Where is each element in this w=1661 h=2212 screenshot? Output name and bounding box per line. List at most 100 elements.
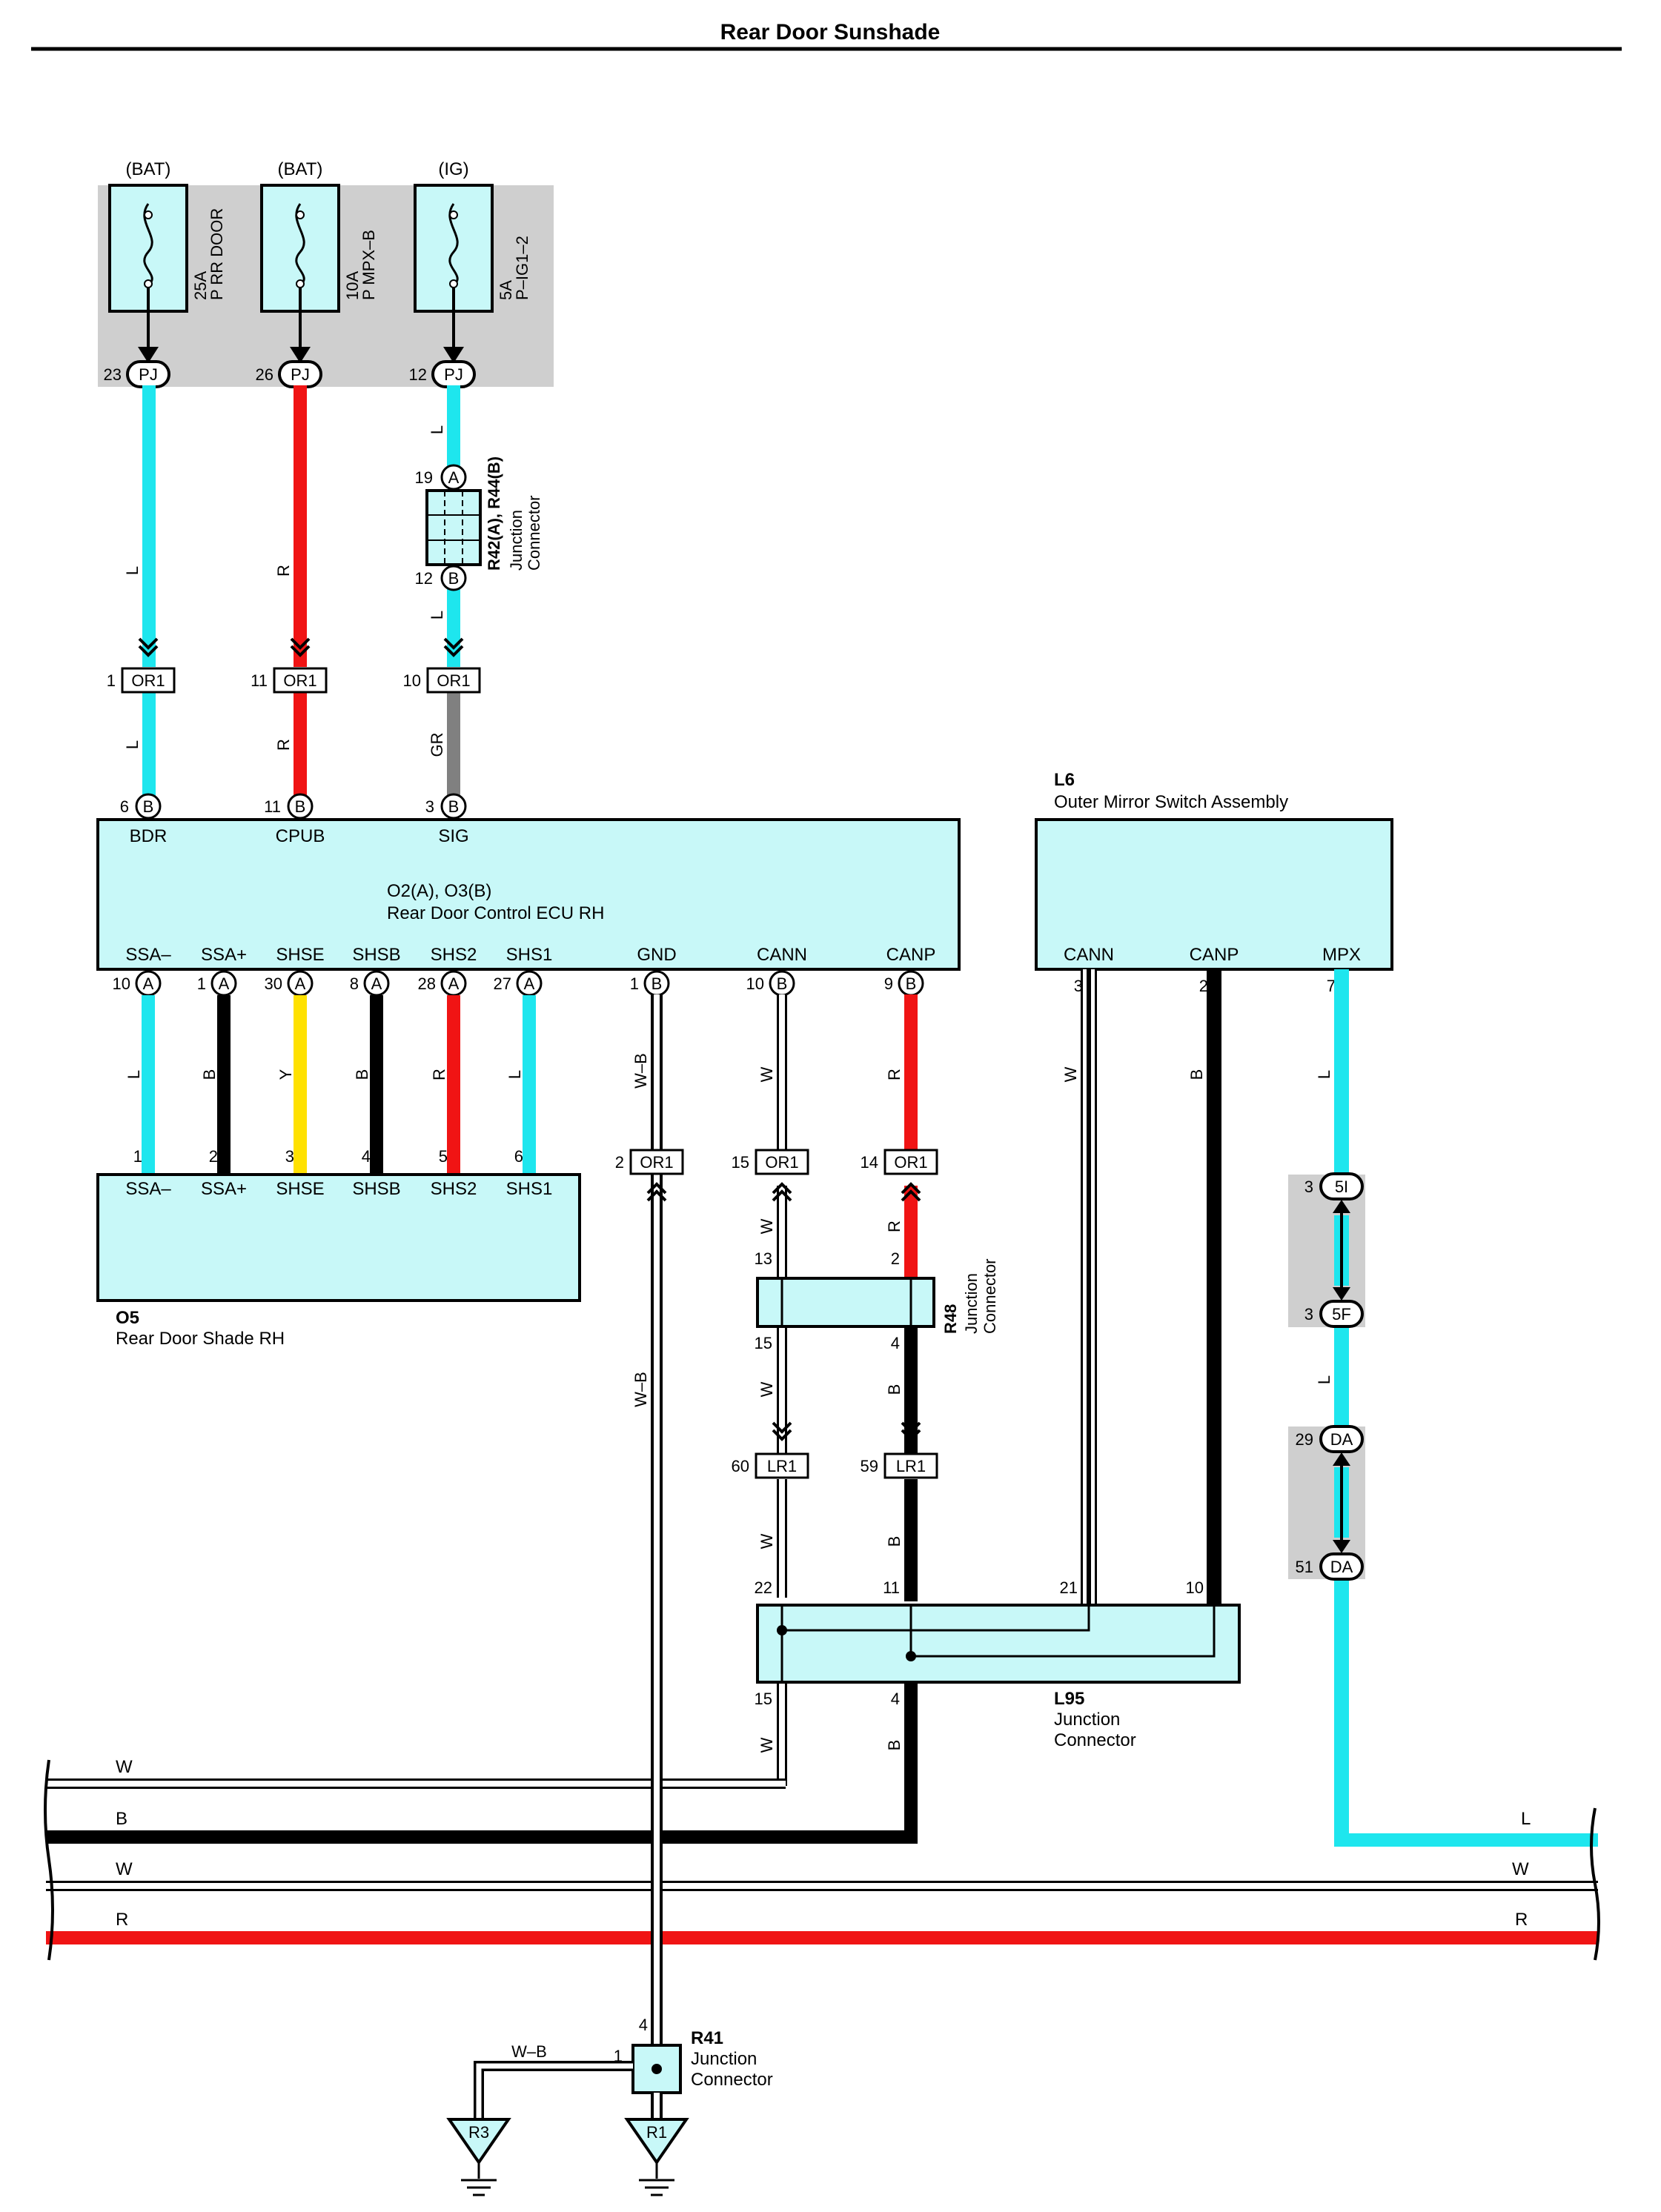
ground-icon: R3 <box>446 2118 511 2196</box>
svg-text:OR1: OR1 <box>640 1153 673 1172</box>
junction-connector-r48: 13 2 15 4 R48 Junction Connector <box>755 1249 999 1352</box>
wire-color-label: B <box>353 1069 371 1080</box>
ecu-name: Rear Door Control ECU RH <box>387 903 604 923</box>
ecu-bottom-pin: A <box>287 970 314 997</box>
svg-text:L: L <box>1315 1375 1333 1384</box>
fuse-icon <box>143 203 153 287</box>
mpx-connector-1: 5I3 <box>1304 1172 1364 1200</box>
svg-text:59: 59 <box>861 1457 878 1475</box>
connector-oval: 5I <box>1319 1172 1364 1200</box>
svg-text:PJ: PJ <box>291 365 310 384</box>
svg-text:12: 12 <box>415 569 433 588</box>
svg-text:21: 21 <box>1060 1578 1078 1597</box>
wire-label-r-1: R <box>274 565 293 577</box>
bus-label-b-left: B <box>116 1809 127 1829</box>
svg-text:Junction: Junction <box>1054 1710 1120 1730</box>
svg-text:51: 51 <box>1296 1558 1313 1576</box>
svg-text:15: 15 <box>755 1690 772 1708</box>
svg-text:60: 60 <box>732 1457 749 1475</box>
bus-w-1 <box>46 1778 786 1789</box>
wire-label-l-3: L <box>428 611 446 620</box>
shade-id: O5 <box>116 1308 139 1328</box>
svg-text:LR1: LR1 <box>896 1457 926 1475</box>
wire-mirror-cann <box>1081 969 1097 1607</box>
junction-connector-r42: A 19 B 12 R42(A), R44(B) Junction Connec… <box>415 456 543 591</box>
inline-connector: LR1 <box>755 1452 809 1479</box>
mirror-name: Outer Mirror Switch Assembly <box>1054 792 1288 812</box>
wire-bdr-upper <box>142 385 156 667</box>
ecu-bottom-pin: A <box>210 970 237 997</box>
svg-text:B: B <box>652 974 663 993</box>
svg-text:W: W <box>757 1533 776 1549</box>
shade-pin-label: SHS1 <box>506 1179 553 1199</box>
wire-mirror-canp <box>1207 969 1221 1607</box>
svg-text:B: B <box>143 797 154 816</box>
svg-text:R41: R41 <box>691 2028 723 2048</box>
ground-label: R3 <box>468 2123 489 2142</box>
svg-text:OR1: OR1 <box>437 671 470 690</box>
wire-ecu-canp-r2 <box>904 1186 918 1278</box>
wire-ecu-canp-b2 <box>904 1479 918 1601</box>
wire-r41-r1 <box>651 2093 663 2119</box>
ecu-pin-label: SHS1 <box>506 945 553 965</box>
svg-text:22: 22 <box>755 1578 772 1597</box>
junction-connector-l95: 22 11 21 10 15 4 L95 Junction Connector <box>755 1578 1241 1750</box>
wire-r41-r3 <box>474 2061 633 2119</box>
wire-color-label: L <box>505 1070 524 1079</box>
svg-text:DA: DA <box>1330 1558 1353 1576</box>
svg-text:8: 8 <box>350 974 359 993</box>
ecu-pin-label: BDR <box>130 826 168 846</box>
shade-pin-number: 1 <box>133 1147 142 1166</box>
wire-ecu-canp-r <box>904 994 918 1172</box>
bus-label-l-right: L <box>1521 1809 1531 1829</box>
svg-text:Connector: Connector <box>525 495 543 571</box>
wire-shade-5 <box>447 995 460 1175</box>
ecu-pin-label: GND <box>637 945 676 965</box>
bus-break-left-icon <box>44 1759 54 1961</box>
svg-text:1: 1 <box>630 974 639 993</box>
fuse-amp: 25A <box>191 271 210 300</box>
bus-l <box>1334 1833 1598 1847</box>
shade-pin-label: SHS2 <box>431 1179 477 1199</box>
or1-connector-top-3: OR1 10 <box>403 637 481 694</box>
lr1-connector-2: LR1 59 <box>861 1421 938 1479</box>
svg-text:4: 4 <box>639 2016 648 2034</box>
shade-pin-number: 6 <box>514 1147 523 1166</box>
wire-color-label: Y <box>276 1069 295 1080</box>
svg-text:10: 10 <box>746 974 764 993</box>
wire-label-l-2: L <box>428 425 446 434</box>
svg-text:29: 29 <box>1296 1430 1313 1449</box>
svg-text:2: 2 <box>615 1153 624 1172</box>
ecu-bottom-pin: B <box>769 970 795 997</box>
svg-text:19: 19 <box>415 468 433 487</box>
svg-text:L: L <box>1315 1070 1333 1079</box>
wire-label-gr: GR <box>428 733 446 757</box>
shade-pin-number: 2 <box>209 1147 218 1166</box>
svg-text:OR1: OR1 <box>894 1153 927 1172</box>
wire-sig-upper-1 <box>447 385 460 476</box>
ecu-bottom-pin: A <box>440 970 467 997</box>
svg-text:W: W <box>757 1066 776 1082</box>
ecu-pin-label: SIG <box>438 826 468 846</box>
bus-label-w-right: W <box>1512 1859 1529 1879</box>
inline-connector: OR1 <box>121 667 176 694</box>
svg-text:28: 28 <box>418 974 436 993</box>
or1-connector-mid-1: OR1 2 <box>615 1149 684 1202</box>
svg-text:10: 10 <box>403 671 421 690</box>
mpx-connector-4: DA 51 <box>1296 1552 1364 1581</box>
wire-label-l-4: L <box>123 740 142 749</box>
mirror-pin-number: 2 <box>1199 977 1208 995</box>
svg-text:3: 3 <box>425 797 434 816</box>
svg-text:B: B <box>885 1740 904 1751</box>
inline-connector: LR1 <box>883 1452 938 1479</box>
svg-text:4: 4 <box>891 1334 900 1352</box>
wire-sig-lower <box>447 693 460 804</box>
ecu-pin-label: SSA– <box>125 945 171 965</box>
fuse-amp: 5A <box>497 280 515 300</box>
ecu-pin-label: SHS2 <box>431 945 477 965</box>
